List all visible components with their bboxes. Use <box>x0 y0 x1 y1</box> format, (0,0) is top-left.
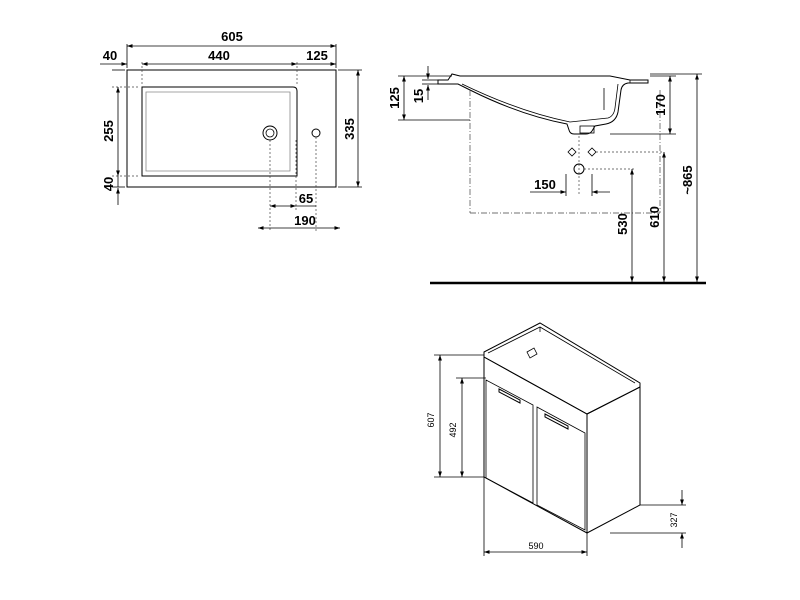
dim-rim-thickness: 15 <box>411 89 426 103</box>
dim-right-margin: 125 <box>306 48 328 63</box>
right-door <box>536 406 586 531</box>
basin-inner-line <box>461 83 619 123</box>
cabinet-side-outline <box>586 386 641 534</box>
basin-bowl-outline <box>141 86 298 177</box>
left-door <box>485 379 534 504</box>
washbasin-outline <box>126 69 337 188</box>
dim-cabinet-width: 590 <box>528 541 543 551</box>
dim-underside-height: 610 <box>647 206 662 228</box>
dim-cabinet-height: 607 <box>426 412 436 427</box>
right-handle-icon <box>544 413 569 430</box>
drain-inner-icon <box>265 128 275 138</box>
cabinet-front-outline <box>483 356 588 534</box>
dim-bowl-depth: 170 <box>653 94 668 116</box>
dim-depth-total: 335 <box>342 118 357 140</box>
dim-tap-offset: 190 <box>294 213 316 228</box>
dim-basin-width: 440 <box>208 48 230 63</box>
dim-rim-height: 125 <box>387 87 402 109</box>
cabinet-view: 607 492 327 590 <box>426 322 686 556</box>
dim-door-height: 492 <box>448 422 458 437</box>
dim-waste-height: 530 <box>615 213 630 235</box>
dim-basin-depth: 255 <box>101 120 116 142</box>
section-view: 150 125 15 170 530 610 ~865 <box>387 66 706 285</box>
dim-drain-offset: 65 <box>299 191 313 206</box>
basin-bowl-inner <box>145 91 291 172</box>
dim-front-margin: 40 <box>101 177 116 191</box>
dim-total-height: ~865 <box>680 165 695 194</box>
left-handle-icon <box>498 388 521 404</box>
dim-width-total: 605 <box>221 29 243 44</box>
dim-left-margin: 40 <box>103 48 117 63</box>
top-view: 605 40 440 125 255 40 335 65 190 <box>100 29 362 232</box>
tap-hole-icon <box>311 128 321 138</box>
dim-leg-height: 327 <box>669 512 679 527</box>
dim-waste-spacing: 150 <box>534 177 556 192</box>
drain-icon <box>262 125 278 141</box>
basin-section-profile <box>437 73 649 135</box>
